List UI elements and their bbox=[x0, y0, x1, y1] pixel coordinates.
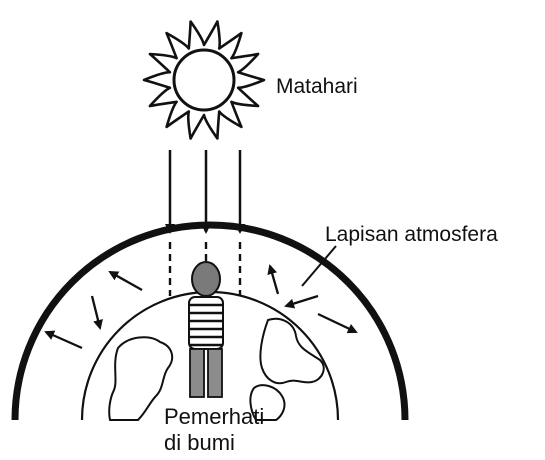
sun-label: Matahari bbox=[276, 76, 358, 97]
atmosphere-label: Lapisan atmosfera bbox=[325, 224, 498, 245]
observer-label-line2: di bumi bbox=[164, 432, 235, 454]
sun-icon bbox=[144, 22, 264, 139]
incoming-sunlight-arrows bbox=[170, 150, 240, 232]
person-icon bbox=[189, 262, 223, 397]
observer-label-line1: Pemerhati bbox=[164, 406, 264, 428]
